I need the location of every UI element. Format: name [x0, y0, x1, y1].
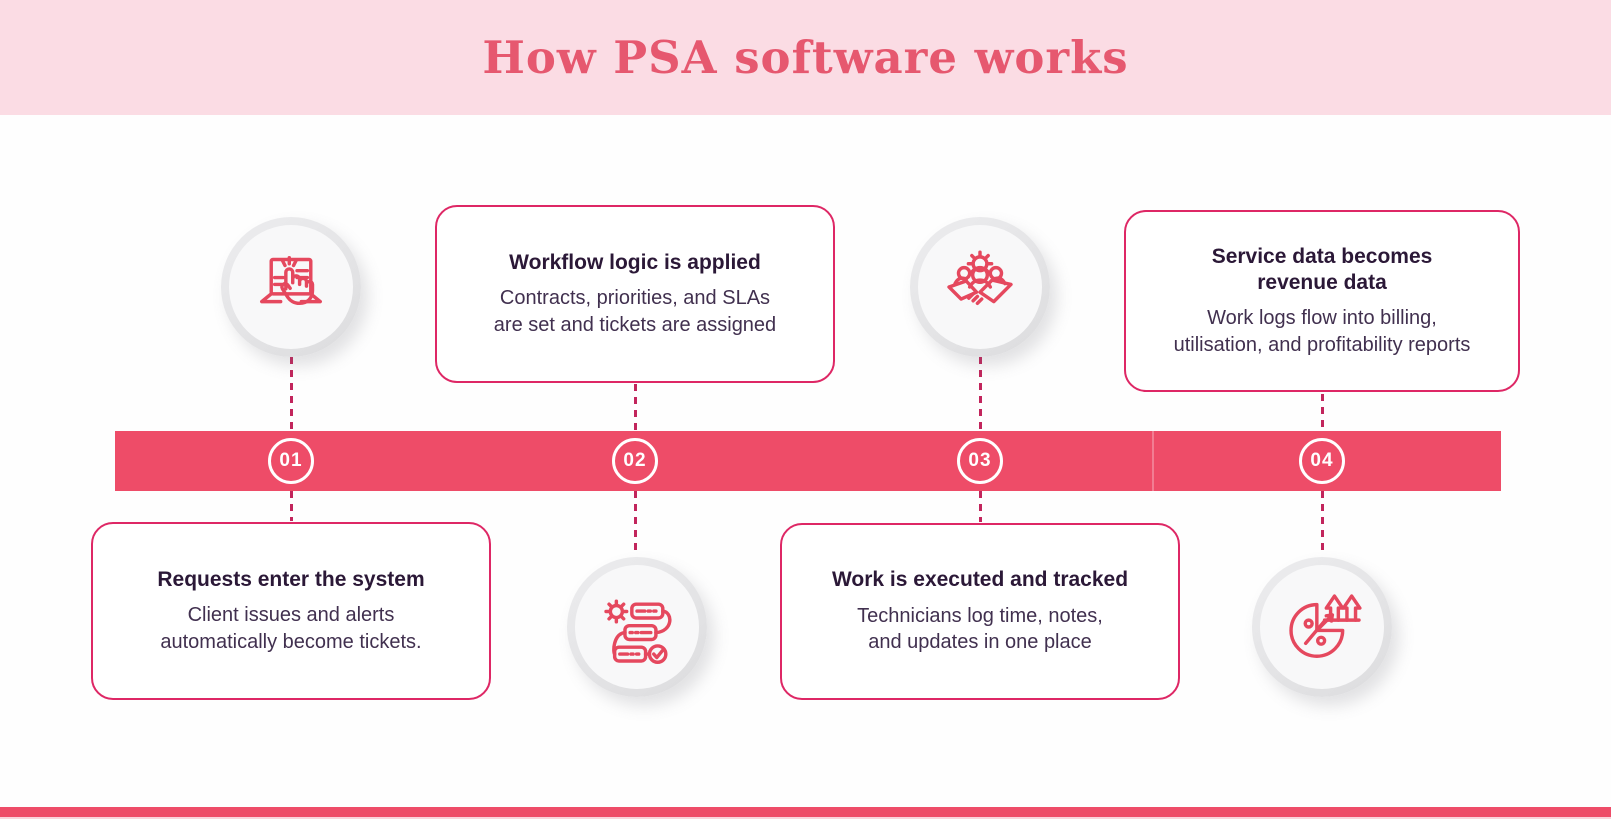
step2-description: Contracts, priorities, and SLAs are set …: [493, 287, 777, 336]
connector-step4-top: [1321, 394, 1324, 431]
connector-step1-top: [290, 357, 293, 431]
footer-background-strip: [0, 817, 1611, 819]
step-number-badge-3: 03: [957, 438, 1003, 484]
team-collaboration-icon: [947, 250, 1013, 306]
step-number-badge-4: 04: [1299, 438, 1345, 484]
step3-card: Work is executed and tracked Technicians…: [780, 523, 1180, 700]
step4-card: Service data becomes revenue data Work l…: [1124, 210, 1520, 392]
header-band: How PSA software works: [0, 0, 1611, 115]
step3-description: Technicians log time, notes, and updates…: [857, 604, 1103, 654]
step-number-badge-2: 02: [612, 438, 658, 484]
step3-title: Work is executed and tracked: [831, 568, 1129, 592]
step-number-badge-1: 01: [268, 438, 314, 484]
page-title: How PSA software works: [482, 31, 1129, 84]
revenue-growth-icon: [1289, 594, 1362, 658]
connector-step4-bottom: [1321, 491, 1324, 556]
bar-segment-divider: [1152, 431, 1154, 491]
step3-icon-circle: [910, 217, 1050, 357]
step1-card: Requests enter the system Client issues …: [91, 522, 491, 700]
step2-card: Workflow logic is applied Contracts, pri…: [435, 205, 835, 383]
step4-icon-circle: [1252, 557, 1392, 697]
timeline-bar: 01 02 03 04: [115, 431, 1501, 491]
step1-description: Client issues and alerts automatically b…: [160, 604, 422, 653]
connector-step2-top: [634, 384, 637, 431]
connector-step3-bottom: [979, 491, 982, 522]
step1-title: Requests enter the system: [157, 567, 425, 591]
step1-icon-circle: [221, 217, 361, 357]
connector-step3-top: [979, 357, 982, 431]
screen-click-icon: [260, 256, 322, 306]
connector-step1-bottom: [290, 491, 293, 521]
workflow-icon: [604, 599, 672, 664]
step2-title: Workflow logic is applied: [509, 250, 761, 274]
connector-step2-bottom: [634, 491, 637, 556]
step4-title: Service data becomes revenue data: [1211, 244, 1433, 295]
step2-icon-circle: [567, 557, 707, 697]
step4-description: Work logs flow into billing, utilisation…: [1173, 307, 1471, 356]
footer-accent-strip: [0, 807, 1611, 817]
